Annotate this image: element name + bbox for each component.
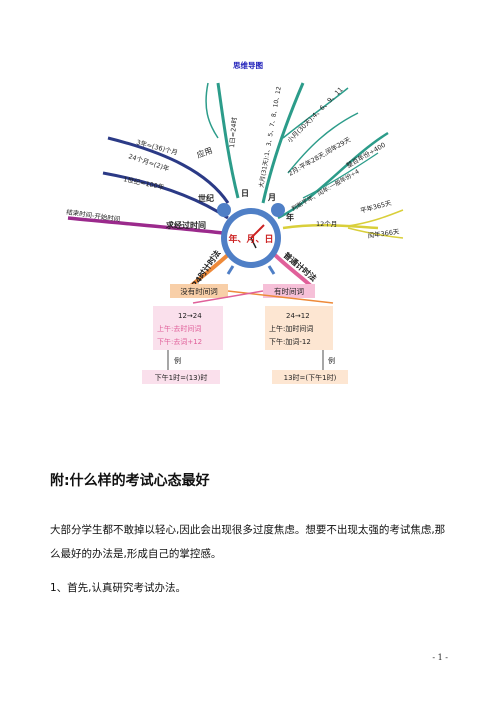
list-item-1: 1、首先,认真研究考试办法。 <box>50 582 187 594</box>
branch-yue-feb <box>287 112 359 174</box>
branch-yingyong <box>107 136 230 204</box>
center-label: 年、月、日 <box>228 233 273 245</box>
right-example: 13时=(下午1时) <box>284 373 337 382</box>
branch-12months <box>282 224 379 230</box>
section-heading: 附:什么样的考试心态最好 <box>50 473 210 489</box>
leaf-yue-feb: 2月:平年28天,闰年29天 <box>287 134 353 177</box>
mindmap-title: 思维导图 <box>233 61 263 70</box>
branch-qiujingguo <box>67 216 224 235</box>
box-left-head <box>170 284 228 298</box>
leaf-12months: 12个月 <box>316 220 337 228</box>
box-left-line1: 12→24 <box>178 312 202 320</box>
connector-orange <box>227 290 334 304</box>
connector-pink <box>192 290 264 304</box>
right-li: 例 <box>328 356 335 365</box>
clock-icon <box>217 203 285 275</box>
leaf-yue-small: 小月(30天):4、6、9、11 <box>285 85 345 145</box>
label-yue: 月 <box>267 193 276 202</box>
label-24h: 24时计时法 <box>189 248 222 289</box>
label-yingyong: 应用 <box>195 145 213 160</box>
box-right-line2: 上午:加时间词 <box>269 324 313 333</box>
label-shiji: 世纪 <box>198 193 214 203</box>
label-ri: 日 <box>241 189 249 198</box>
branch-nian <box>277 131 389 220</box>
box-right-line3: 下午:加词-12 <box>269 337 311 346</box>
box-left-body <box>153 306 223 350</box>
body-paragraph: 大部分学生都不敢掉以轻心,因此会出现很多过度焦虑。想要不出现太强的考试焦虑,那么… <box>50 524 446 560</box>
box-right-head <box>263 284 315 298</box>
leaf-ri1: 1日=24时 <box>227 116 239 148</box>
box-right-head-text: 有时间词 <box>274 286 304 296</box>
leaf-shiji1: 1世纪=100年 <box>123 174 166 192</box>
left-example: 下午1时=(13)时 <box>155 373 208 382</box>
branch-ri-sub <box>205 82 219 139</box>
leaf-nian1: 判断平年、闰年:一般年份÷4 <box>290 167 361 212</box>
branch-runnian <box>347 227 404 239</box>
leaf-pingnian: 平年365天 <box>359 198 393 215</box>
branch-ri <box>216 82 240 199</box>
left-li: 例 <box>174 356 181 365</box>
branch-pingnian <box>347 209 404 227</box>
label-nian: 年 <box>286 212 294 222</box>
branch-yue-small <box>282 87 349 139</box>
box-right-line1: 24→12 <box>286 312 310 320</box>
label-qiujingguo: 求经过时间 <box>166 220 206 230</box>
box-right-body <box>265 306 333 350</box>
box-left-example <box>142 370 220 384</box>
branch-nian-sub <box>302 152 379 199</box>
box-left-head-text: 没有时间词 <box>180 286 218 296</box>
leaf-nian2: 整百年份÷400 <box>345 140 387 170</box>
box-left-line3: 下午:去词+12 <box>157 337 202 346</box>
branch-yue <box>261 82 305 204</box>
box-left-line2: 上午:去时间词 <box>157 324 201 333</box>
leaf-runnian: 闰年366天 <box>367 227 400 240</box>
box-right-example <box>272 370 348 384</box>
mindmap-diagram: 年、月、日 日 月 年 世纪 应用 求经过时间 24时计时法 普通计时法 1日=… <box>66 82 404 384</box>
page-number: - 1 - <box>432 653 448 662</box>
